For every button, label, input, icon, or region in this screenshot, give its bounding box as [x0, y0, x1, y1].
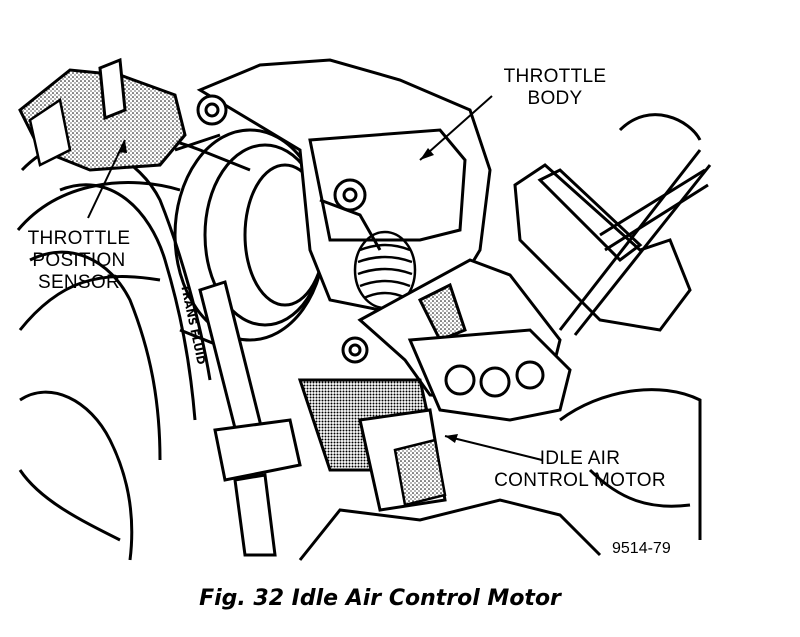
throttle-spring — [353, 230, 417, 310]
lower-components — [18, 113, 702, 561]
tps-label-line2: POSITION — [32, 250, 126, 271]
mounting-bracket — [513, 163, 692, 332]
iac-label-line2: CONTROL MOTOR — [494, 470, 666, 491]
throttle-cable — [558, 149, 712, 336]
trans-fluid-dipstick — [198, 280, 302, 557]
throttle-body-label: THROTTLE BODY — [495, 66, 615, 110]
tps-label-line3: SENSOR — [37, 272, 121, 293]
throttle-body-label-line2: BODY — [527, 88, 583, 109]
throttle-body-label-line1: THROTTLE — [503, 66, 607, 87]
figure-caption: Fig. 32 Idle Air Control Motor — [199, 586, 561, 611]
tps-label-line1: THROTTLE — [27, 228, 131, 249]
throttle-position-sensor-label: THROTTLE POSITION SENSOR — [14, 228, 144, 294]
idle-air-control-motor-label: IDLE AIR CONTROL MOTOR — [475, 448, 685, 492]
iac-label-line1: IDLE AIR — [539, 448, 621, 469]
idle-air-control-motor — [297, 328, 572, 512]
leader-arrow-head — [118, 140, 127, 153]
leader-arrow-head — [420, 148, 434, 160]
leader-arrow-head — [445, 434, 458, 443]
figure-number: 9514-79 — [612, 540, 671, 557]
throttle-position-sensor — [18, 57, 187, 172]
leader-lines — [87, 95, 543, 461]
